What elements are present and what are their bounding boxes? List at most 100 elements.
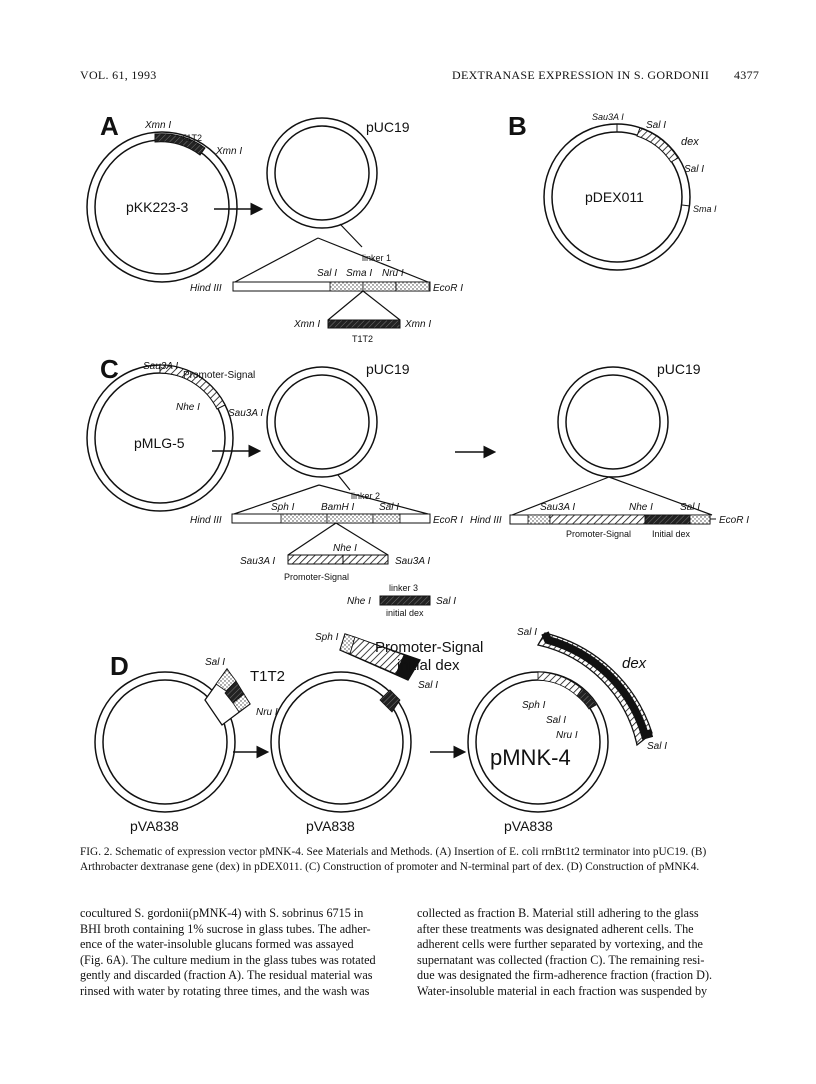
plasmid-puc19-a [266, 117, 378, 229]
linker2-bar [231, 513, 431, 524]
running-header-title: DEXTRANASE EXPRESSION IN S. GORDONII [452, 68, 710, 82]
label-sal-c: Sal I [379, 502, 399, 513]
panel-d-letter: D [110, 651, 129, 681]
label-t1t2-d: T1T2 [250, 668, 285, 685]
label-sau3a-c-side: Sau3A I [228, 408, 263, 419]
label-l3-sal: Sal I [436, 596, 456, 607]
label-sal-d3: Sal I [546, 715, 566, 726]
plasmid-label-pva838-2: pVA838 [306, 818, 355, 834]
label-xmn-right: Xmn I [215, 146, 242, 157]
page-number: 4377 [734, 68, 760, 82]
plasmid-puc19-c [266, 366, 378, 478]
label-sma-a: Sma I [346, 268, 372, 279]
label-promoter-d: Promoter-Signal [375, 639, 483, 656]
label-sph-d3: Sph I [522, 700, 546, 711]
caption-line-2: Arthrobacter dextranase gene (dex) in pD… [80, 861, 700, 873]
label-ins-nhe: Nhe I [333, 543, 357, 554]
plasmid-label-pmlg-5: pMLG-5 [134, 435, 185, 451]
plasmid-pdex011 [543, 123, 691, 271]
body-text-left-column: cocultured S. gordonii(pMNK-4) with S. s… [80, 906, 405, 999]
label-eco-a: EcoR I [433, 283, 463, 294]
label-r-sau3a: Sau3A I [540, 502, 575, 513]
label-r-initial: Initial dex [652, 529, 691, 539]
body-line: supernatant was collected (fraction C). … [417, 952, 705, 967]
label-sau3a-b: Sau3A I [592, 112, 624, 122]
label-sal-b1: Sal I [646, 120, 666, 131]
linker1-bar [232, 281, 431, 292]
plasmid-pva838-1 [94, 667, 251, 813]
label-dex-b: dex [681, 136, 699, 148]
label-sal-d3-top: Sal I [517, 627, 537, 638]
label-xmn-left: Xmn I [144, 120, 171, 131]
figure-caption: FIG. 2. Schematic of expression vector p… [80, 845, 740, 875]
panel-a-letter: A [100, 111, 119, 141]
label-initial-dex-d: initial dex [397, 657, 460, 674]
promoter-insert-c [287, 554, 389, 565]
label-insert-t1t2: T1T2 [352, 334, 373, 344]
label-nru-d3: Nru I [556, 730, 578, 741]
label-sau3a-c-top: Sau3A I [143, 361, 178, 372]
t1t2-insert-a [327, 319, 401, 329]
label-l3-initial-dex: initial dex [386, 608, 424, 618]
label-r-hind: Hind III [470, 515, 502, 526]
plasmid-label-pdex011: pDEX011 [585, 189, 644, 205]
plasmid-label-pva838-3: pVA838 [504, 818, 553, 834]
label-linker2: linker 2 [351, 491, 380, 501]
body-line: (Fig. 6A). The culture medium in the gla… [80, 952, 376, 967]
plasmid-label-pkk223-3: pKK223-3 [126, 199, 188, 215]
plasmid-pkk223-3 [86, 131, 238, 283]
plasmid-puc19-c-result [557, 366, 669, 478]
label-t1t2-top: T1T2 [181, 133, 202, 143]
plasmid-label-pva838-1: pVA838 [130, 818, 179, 834]
label-sal-a: Sal I [317, 268, 337, 279]
body-line: BHI broth containing 1% sucrose in glass… [80, 921, 371, 936]
label-sph-c: Sph I [271, 502, 295, 513]
label-dex-d: dex [622, 655, 647, 672]
caption-line-1: FIG. 2. Schematic of expression vector p… [80, 846, 707, 858]
plasmid-pmlg-5 [86, 364, 234, 512]
label-nru-a: Nru I [382, 268, 404, 279]
label-r-promoter: Promoter-Signal [566, 529, 631, 539]
body-line: after these treatments was designated ad… [417, 921, 694, 936]
body-line: Water-insoluble material in each fractio… [417, 983, 708, 998]
label-nru-d1: Nru I [256, 707, 278, 718]
plasmid-label-puc19-a: pUC19 [366, 119, 410, 135]
body-line: due was designated the firm-adherence fr… [417, 968, 713, 982]
plasmid-pva838-3 [467, 631, 654, 813]
figure-2-schematic: A Xmn I T1T2 Xmn I pKK223-3 pUC19 linker… [86, 111, 749, 834]
label-ins-sau3a-left: Sau3A I [240, 556, 275, 567]
body-line: cocultured S. gordonii(pMNK-4) with S. s… [80, 906, 364, 920]
label-insert-xmn-right: Xmn I [404, 319, 431, 330]
label-sal-d2: Sal I [418, 680, 438, 691]
label-eco-c: EcoR I [433, 515, 463, 526]
plasmid-label-puc19-c-result: pUC19 [657, 361, 701, 377]
body-line: adherent cells were further separated by… [417, 937, 703, 951]
body-line: rinsed with water by rotating three time… [80, 983, 370, 998]
label-bamh-c: BamH I [321, 502, 355, 513]
label-hind-a: Hind III [190, 283, 222, 294]
label-sal-d1: Sal I [205, 657, 225, 668]
plasmid-label-puc19-c: pUC19 [366, 361, 410, 377]
running-header-volume: VOL. 61, 1993 [80, 68, 157, 82]
body-text-right-column: collected as fraction B. Material still … [417, 906, 742, 999]
label-ins-promoter: Promoter-Signal [284, 572, 349, 582]
label-sal-b2: Sal I [684, 164, 704, 175]
plasmid-pva838-2 [270, 633, 421, 813]
label-r-eco: EcoR I [719, 515, 749, 526]
label-linker3: linker 3 [389, 583, 418, 593]
body-line: ence of the water-insoluble glucans form… [80, 937, 354, 951]
label-sma-b: Sma I [693, 204, 717, 214]
label-ins-sau3a-right: Sau3A I [395, 556, 430, 567]
label-r-sal: Sal I [680, 502, 700, 513]
panel-c-letter: C [100, 354, 119, 384]
panel-b-letter: B [508, 111, 527, 141]
label-r-nhe: Nhe I [629, 502, 653, 513]
plasmid-label-pmnk4: pMNK-4 [490, 745, 571, 770]
label-nhe-c: Nhe I [176, 402, 200, 413]
body-line: gently and discarded (fraction A). The r… [80, 968, 373, 982]
label-promoter-c-top: Promoter-Signal [183, 370, 255, 381]
label-sal-d3-bottom: Sal I [647, 741, 667, 752]
label-sph-d2: Sph I [315, 632, 339, 643]
result-linker-bar [509, 514, 716, 525]
linker3-bar [379, 595, 431, 606]
